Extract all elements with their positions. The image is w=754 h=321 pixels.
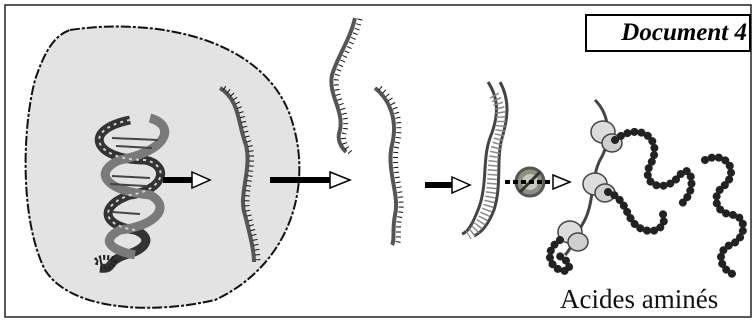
trna-strand [329,17,363,155]
caption-amino-acids: Acides aminés [560,284,719,314]
figure-frame [4,4,752,318]
ribosome [582,172,616,203]
amino-acid-chain [611,127,696,209]
process-arrow [270,170,353,190]
process-arrow [505,173,572,191]
process-arrow [163,170,212,190]
mrna-strand [218,85,261,263]
document-title: Document 4 [585,14,751,52]
amino-acid-chain [545,236,574,275]
trna-strand [461,81,509,240]
dna-double-helix [93,113,170,273]
amino-acid-chain [701,153,748,279]
mrna-strand [373,86,404,247]
ribosome [557,220,589,252]
amino-acid-chain [604,188,668,235]
process-arrow [425,175,472,195]
